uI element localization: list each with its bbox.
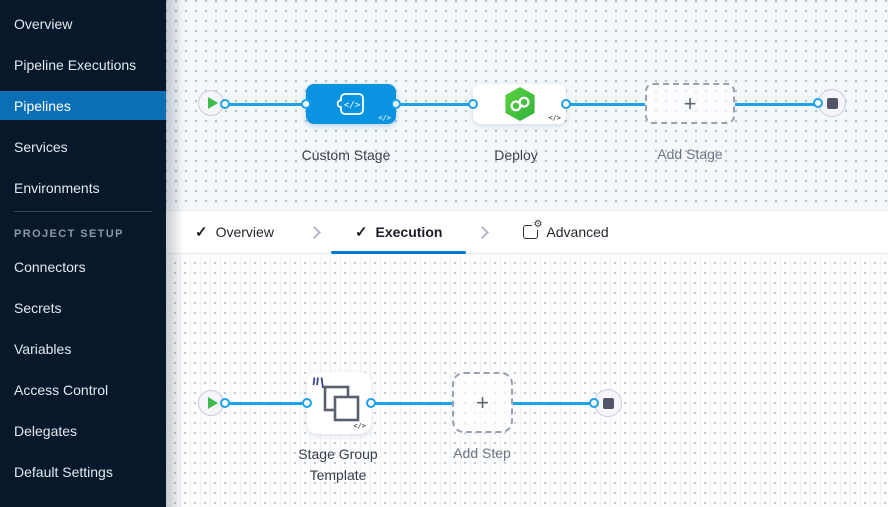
sidebar-item-services[interactable]: Services [14, 138, 68, 155]
svg-text:</>: </> [344, 101, 361, 111]
step-label-stage-group-template: Stage Group Template [298, 446, 378, 483]
sidebar-divider [14, 211, 152, 212]
port[interactable] [391, 99, 401, 109]
sidebar-item-secrets[interactable]: Secrets [14, 299, 62, 316]
sidebar-item-pipelines[interactable]: Pipelines [0, 91, 166, 120]
sidebar-section-project-setup: PROJECT SETUP [14, 228, 124, 240]
tab-advanced-label: Advanced [546, 224, 609, 240]
sidebar-item-delegates[interactable]: Delegates [14, 422, 78, 439]
play-icon [208, 97, 218, 109]
chevron-right-icon [476, 225, 490, 239]
step-node-stage-group-template[interactable]: </> [307, 372, 371, 434]
stage-group-icon [323, 385, 360, 422]
template-marker-icon [312, 377, 324, 389]
port[interactable] [301, 99, 311, 109]
sidebar-item-access-control[interactable]: Access Control [14, 381, 109, 398]
port[interactable] [561, 99, 571, 109]
connector-line [513, 402, 594, 405]
port[interactable] [813, 98, 823, 108]
code-badge-icon: </> [548, 114, 561, 122]
sidebar-item-connectors[interactable]: Connectors [14, 258, 86, 275]
pipeline-studio: </> </> </> + [166, 0, 888, 507]
tab-execution[interactable]: ✓ Execution [330, 211, 467, 254]
port[interactable] [366, 398, 376, 408]
sidebar-item-pipeline-executions[interactable]: Pipeline Executions [14, 56, 137, 73]
connector-line [566, 103, 645, 106]
port[interactable] [589, 398, 599, 408]
port[interactable] [220, 398, 230, 408]
connector-line [224, 103, 307, 106]
port[interactable] [220, 99, 230, 109]
sidebar-item-overview[interactable]: Overview [14, 15, 73, 32]
port[interactable] [302, 398, 312, 408]
sidebar: Overview Pipeline Executions Pipelines S… [0, 0, 166, 507]
tab-overview[interactable]: ✓ Overview [171, 211, 298, 253]
advanced-settings-icon: ⚙ [523, 220, 544, 239]
tab-advanced[interactable]: ⚙ Advanced [499, 211, 632, 253]
stage-label-custom-stage: Custom Stage [301, 147, 391, 163]
tab-execution-label: Execution [375, 224, 443, 240]
add-step-label: Add Step [453, 445, 511, 461]
connector-line [396, 103, 473, 106]
stage-config-tabbar: ✓ Overview ✓ Execution ⚙ Advanced [166, 210, 888, 254]
stage-label-deploy: Deploy [494, 147, 538, 163]
gear-icon: ⚙ [532, 219, 544, 230]
custom-stage-icon: </> [336, 93, 364, 115]
play-icon [208, 397, 218, 409]
check-icon: ✓ [195, 223, 208, 241]
execution-canvas[interactable] [166, 254, 888, 507]
plus-icon: + [476, 389, 489, 415]
stage-node-deploy[interactable]: </> [473, 84, 566, 124]
sidebar-item-variables[interactable]: Variables [14, 340, 72, 357]
plus-icon: + [683, 90, 697, 116]
add-stage-button[interactable]: + [645, 83, 735, 124]
pipeline-end-node [818, 89, 846, 117]
connector-line [224, 402, 307, 405]
add-stage-label: Add Stage [657, 146, 723, 162]
chevron-right-icon [308, 225, 321, 239]
connector-line [371, 402, 452, 405]
stop-icon [602, 397, 614, 409]
connector-line [735, 103, 818, 106]
stage-node-custom-stage[interactable]: </> </> [306, 84, 396, 124]
stop-icon [826, 97, 838, 109]
sidebar-item-environments[interactable]: Environments [14, 179, 100, 196]
port[interactable] [468, 99, 478, 109]
code-badge-icon: </> [353, 422, 366, 430]
tab-overview-label: Overview [215, 224, 274, 240]
check-icon: ✓ [354, 223, 368, 241]
deploy-cd-icon [504, 87, 535, 121]
add-step-button[interactable]: + [452, 372, 513, 433]
sidebar-item-default-settings[interactable]: Default Settings [14, 463, 113, 480]
code-badge-icon: </> [378, 114, 391, 122]
